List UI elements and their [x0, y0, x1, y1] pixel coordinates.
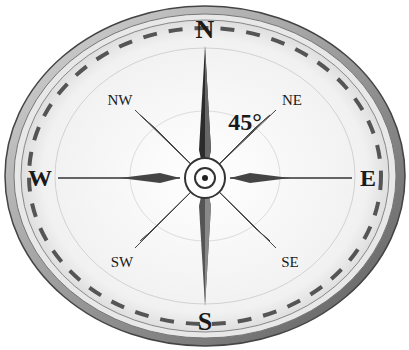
- outer-rim: [5, 6, 405, 346]
- southeast-label: SE: [281, 255, 299, 270]
- center-ring: [195, 168, 215, 188]
- north-label: N: [196, 17, 215, 43]
- compass-face: [21, 20, 389, 332]
- west-label: W: [28, 166, 52, 190]
- northwest-label: NW: [108, 93, 133, 108]
- angle-label: 45°: [228, 110, 262, 134]
- south-label: S: [198, 309, 212, 335]
- northeast-label: NE: [282, 93, 302, 108]
- west-pointer: [120, 173, 180, 183]
- east-pointer: [230, 173, 290, 183]
- center-dot: [202, 175, 208, 181]
- inner-rim: [14, 14, 396, 338]
- east-label: E: [360, 166, 376, 190]
- tick-ring: [29, 28, 381, 324]
- center-hub: [185, 158, 225, 198]
- southwest-label: SW: [111, 255, 134, 270]
